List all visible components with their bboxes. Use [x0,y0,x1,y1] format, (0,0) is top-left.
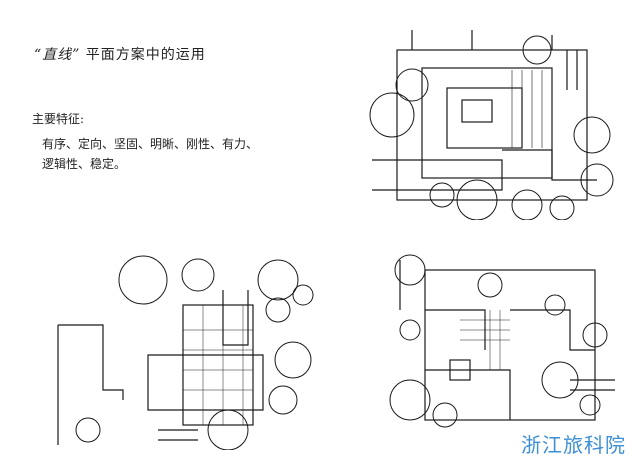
title-quoted-word: “直线” [34,47,81,63]
plan-outline [399,260,615,421]
features-label: 主要特征: [32,112,85,126]
features-line-1: 有序、定向、坚固、明晰、刚性、有力、 [42,137,259,151]
plan-trees [75,255,314,450]
page-title: “直线” 平面方案中的运用 [34,44,206,64]
plan-outline [57,290,264,445]
watermark-text: 浙江旅科院 [521,433,626,457]
plan-sketch-left [48,250,318,450]
plan-grid [183,305,253,425]
features-line-2: 逻辑性、稳定。 [42,157,127,171]
plan-outline [372,30,597,201]
plan-trees [369,35,614,220]
plan-sketch-top [352,30,622,220]
plan-hatching [511,70,543,148]
plan-trees [389,254,608,428]
title-rest: 平面方案中的运用 [85,47,206,63]
plan-grid [460,310,510,370]
plan-sketch-right [380,250,620,440]
features-text: 有序、定向、坚固、明晰、刚性、有力、 逻辑性、稳定。 [42,134,322,174]
